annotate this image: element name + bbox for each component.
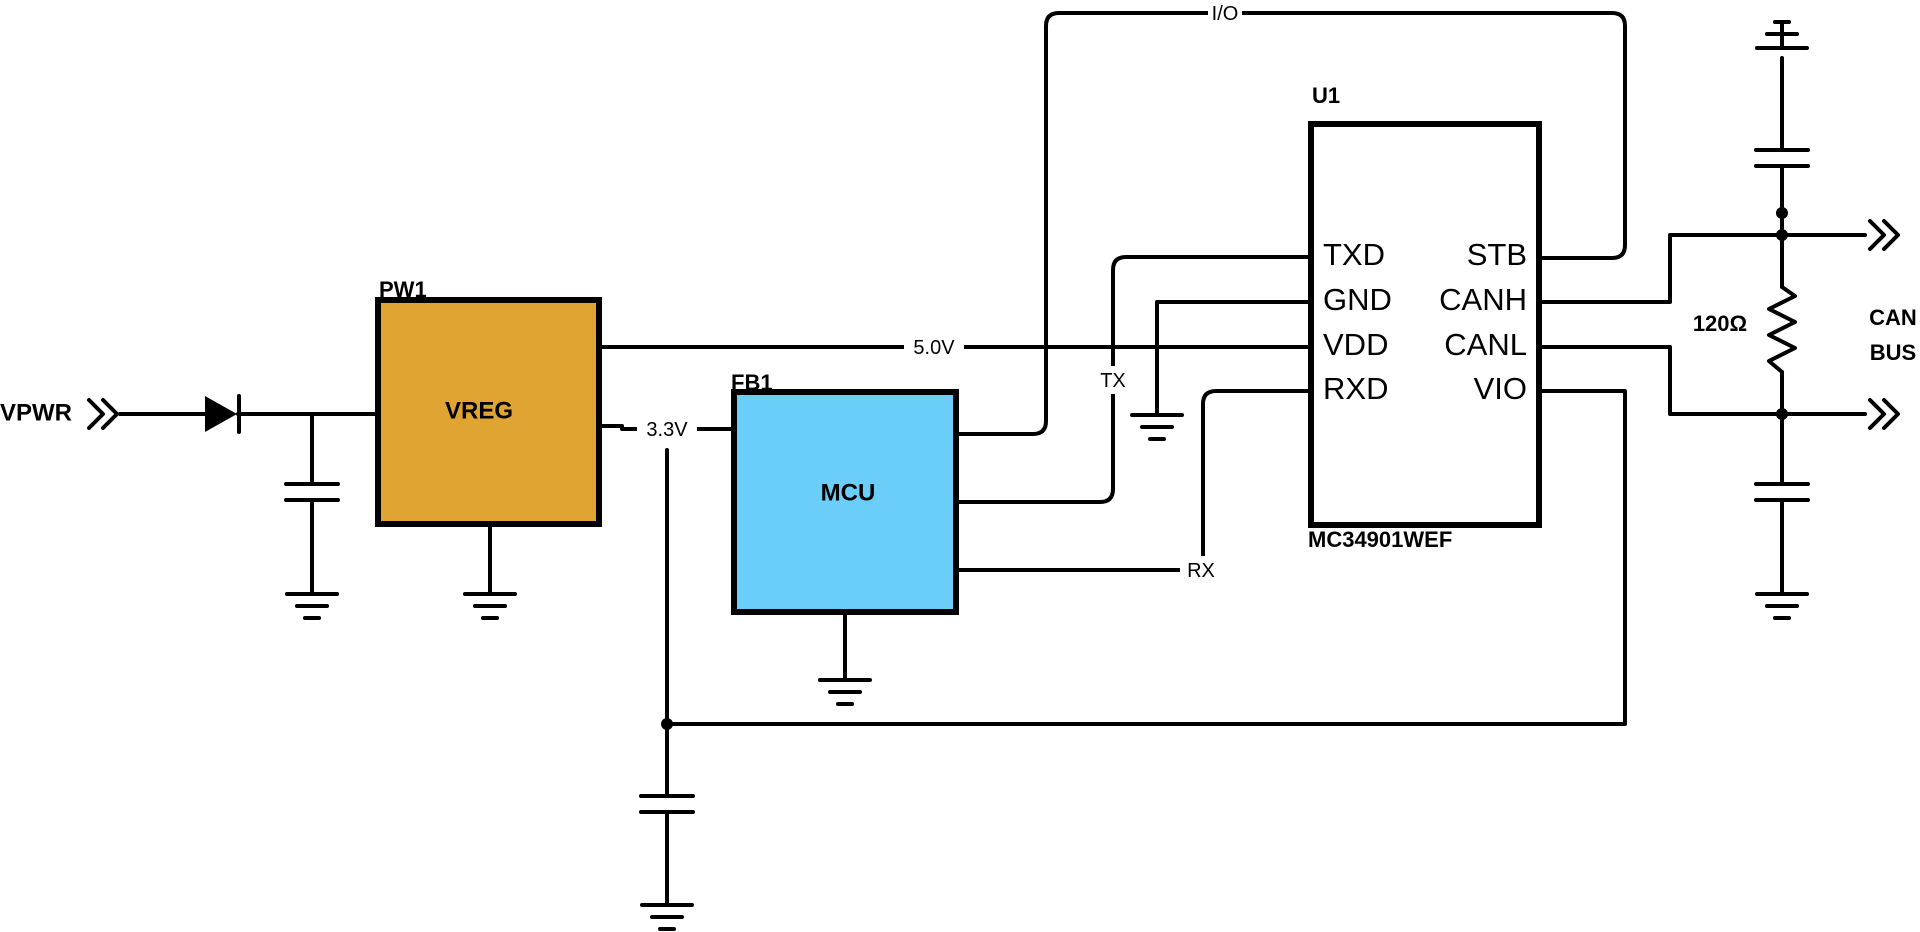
capacitor-icon [1754, 148, 1810, 168]
u1-designator: U1 [1312, 83, 1340, 108]
net-label-tx: TX [1100, 370, 1126, 392]
resistor-value-label: 120Ω [1693, 311, 1747, 336]
pin-vdd: VDD [1323, 327, 1388, 362]
wire-canl [1539, 345, 1867, 416]
mcu-body [731, 389, 959, 615]
resistor-icon [1767, 285, 1797, 374]
pin-stb: STB [1467, 237, 1527, 272]
pin-canh: CANH [1439, 282, 1527, 317]
pin-rxd: RXD [1323, 371, 1388, 406]
net-label-rx: RX [1187, 560, 1215, 582]
vpwr-port: VPWR [0, 398, 119, 430]
net-label-io: I/O [1212, 3, 1239, 25]
port-label-vpwr: VPWR [0, 399, 72, 426]
pin-txd: TXD [1323, 237, 1385, 272]
transceiver-chip: U1 MC34901WEF TXD GND VDD RXD STB CANH C… [1308, 83, 1542, 552]
wire-io-stb [956, 11, 1627, 436]
ground-icon [1130, 413, 1184, 441]
port-arrow-icon [1868, 398, 1900, 430]
ground-icon [463, 592, 517, 620]
u1-body [1308, 121, 1542, 528]
capacitor-icon [1754, 482, 1810, 502]
junction-dot-icon [661, 718, 673, 730]
ground-icon [285, 592, 339, 620]
diode-icon [205, 394, 241, 434]
vreg-label: VREG [445, 397, 513, 424]
pin-gnd: GND [1323, 282, 1392, 317]
port-label-can: CAN [1869, 305, 1917, 330]
net-label-3v3: 3.3V [646, 419, 688, 441]
vreg-block: PW1 VREG [375, 277, 602, 527]
capacitor-icon [284, 482, 340, 502]
junction-dot-icon [1776, 408, 1788, 420]
pin-vio: VIO [1474, 371, 1527, 406]
vreg-body [375, 297, 602, 527]
wire-rx-rxd [956, 389, 1314, 572]
wire-vio-return [665, 389, 1627, 726]
junction-dot-icon [1776, 229, 1788, 241]
ground-icon [1755, 20, 1809, 50]
mcu-block: FB1 MCU [731, 370, 959, 615]
junction-dot-icon [1776, 207, 1788, 219]
wire-canh [1539, 233, 1867, 304]
port-label-bus: BUS [1870, 340, 1916, 365]
ground-icon [1755, 592, 1809, 620]
pin-canl: CANL [1444, 327, 1527, 362]
port-arrow-icon [87, 398, 119, 430]
port-arrow-icon [1868, 219, 1900, 251]
ground-icon [640, 903, 694, 931]
capacitor-icon [639, 794, 695, 814]
mcu-label: MCU [821, 479, 876, 506]
junction-dots [661, 207, 1788, 730]
net-labels: 5.0V 3.3V I/O TX RX [637, 0, 1242, 584]
wire-tx-txd [956, 255, 1314, 504]
net-label-5v: 5.0V [913, 337, 955, 359]
wire-gnd-pin [1155, 300, 1314, 417]
u1-part-number: MC34901WEF [1308, 527, 1452, 552]
ground-icon [818, 678, 872, 706]
